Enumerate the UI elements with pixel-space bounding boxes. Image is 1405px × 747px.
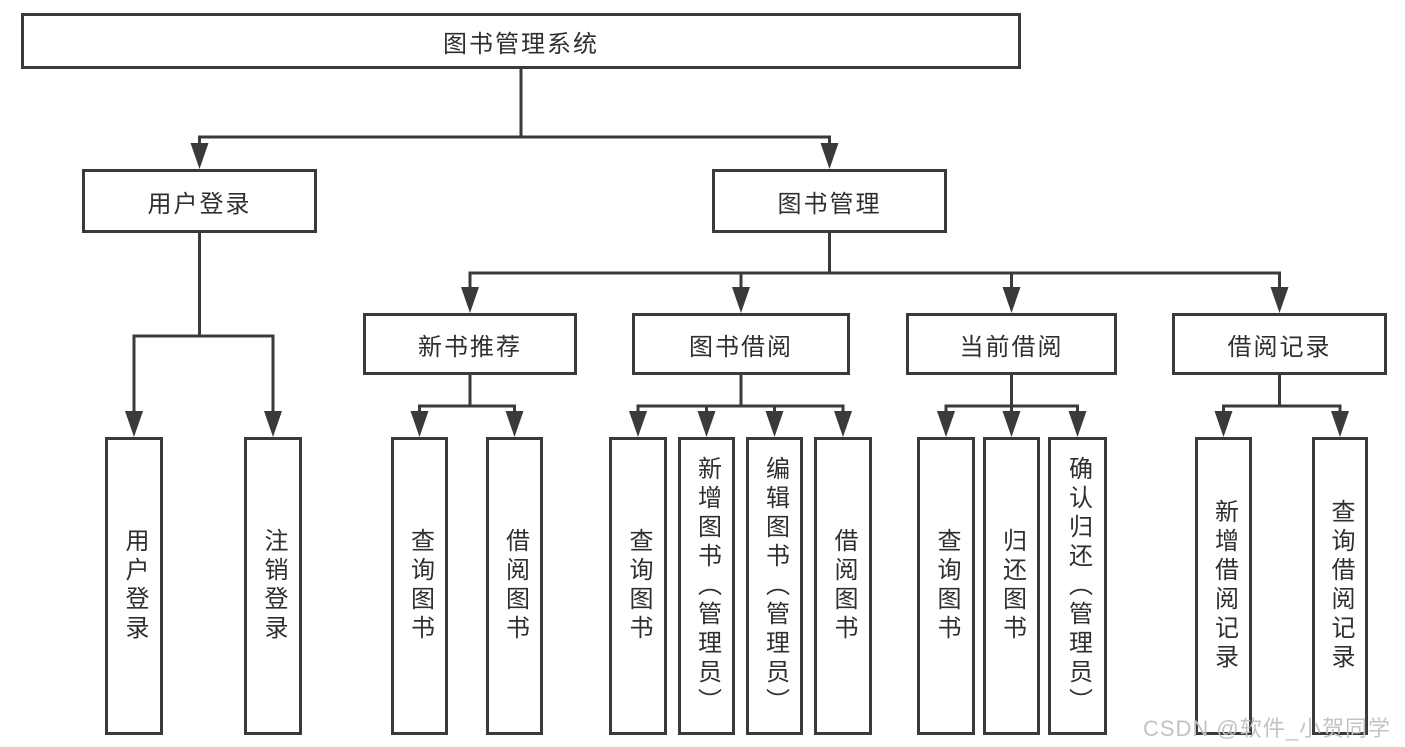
node-leaf-add-book: 新增图书（管理员）	[678, 437, 735, 735]
arrowhead-icon	[1068, 411, 1087, 437]
watermark-text: CSDN @软件_小贺同学	[1142, 716, 1391, 741]
arrowhead-icon	[1002, 411, 1021, 437]
connector-line	[1222, 373, 1342, 419]
connector-line	[944, 373, 1079, 419]
arrowhead-icon	[264, 411, 282, 437]
connector-line	[132, 231, 275, 419]
node-user-login: 用户登录	[82, 169, 317, 233]
node-leaf-user-login: 用户登录	[105, 437, 163, 735]
connector-line	[636, 373, 845, 419]
node-leaf-edit-book: 编辑图书（管理员）	[746, 437, 803, 735]
arrowhead-icon	[834, 411, 852, 437]
node-book-borrow: 图书借阅	[632, 313, 850, 375]
node-book-mgmt: 图书管理	[712, 169, 947, 233]
arrowhead-icon	[190, 143, 209, 169]
connector-line	[418, 373, 516, 419]
arrowhead-icon	[461, 287, 479, 313]
node-leaf-logout: 注销登录	[244, 437, 302, 735]
node-leaf-query-borrow-rec: 查询借阅记录	[1312, 437, 1368, 735]
node-leaf-query-book-1: 查询图书	[391, 437, 448, 735]
node-leaf-query-book-2: 查询图书	[609, 437, 667, 735]
arrowhead-icon	[505, 411, 524, 437]
node-root: 图书管理系统	[21, 13, 1021, 69]
node-leaf-add-borrow-rec: 新增借阅记录	[1195, 437, 1252, 735]
arrowhead-icon	[732, 287, 750, 313]
arrowhead-icon	[1214, 411, 1233, 437]
arrowhead-icon	[629, 411, 647, 437]
node-leaf-confirm-return: 确认归还（管理员）	[1048, 437, 1107, 735]
arrowhead-icon	[410, 411, 429, 437]
connector-line	[198, 67, 831, 151]
node-leaf-return-book: 归还图书	[983, 437, 1040, 735]
arrowhead-icon	[1270, 287, 1289, 313]
arrowhead-icon	[1331, 411, 1349, 437]
arrowhead-icon	[1002, 287, 1021, 313]
arrowhead-icon	[125, 411, 143, 437]
node-leaf-borrow-book-1: 借阅图书	[486, 437, 543, 735]
node-current-borrow: 当前借阅	[906, 313, 1117, 375]
node-new-book-rec: 新书推荐	[363, 313, 577, 375]
node-borrow-records: 借阅记录	[1172, 313, 1387, 375]
arrowhead-icon	[937, 411, 955, 437]
arrowhead-icon	[765, 411, 784, 437]
node-leaf-borrow-book-2: 借阅图书	[814, 437, 872, 735]
arrowhead-icon	[820, 143, 839, 169]
arrowhead-icon	[697, 411, 716, 437]
node-leaf-query-book-3: 查询图书	[917, 437, 975, 735]
connector-line	[468, 231, 1281, 295]
